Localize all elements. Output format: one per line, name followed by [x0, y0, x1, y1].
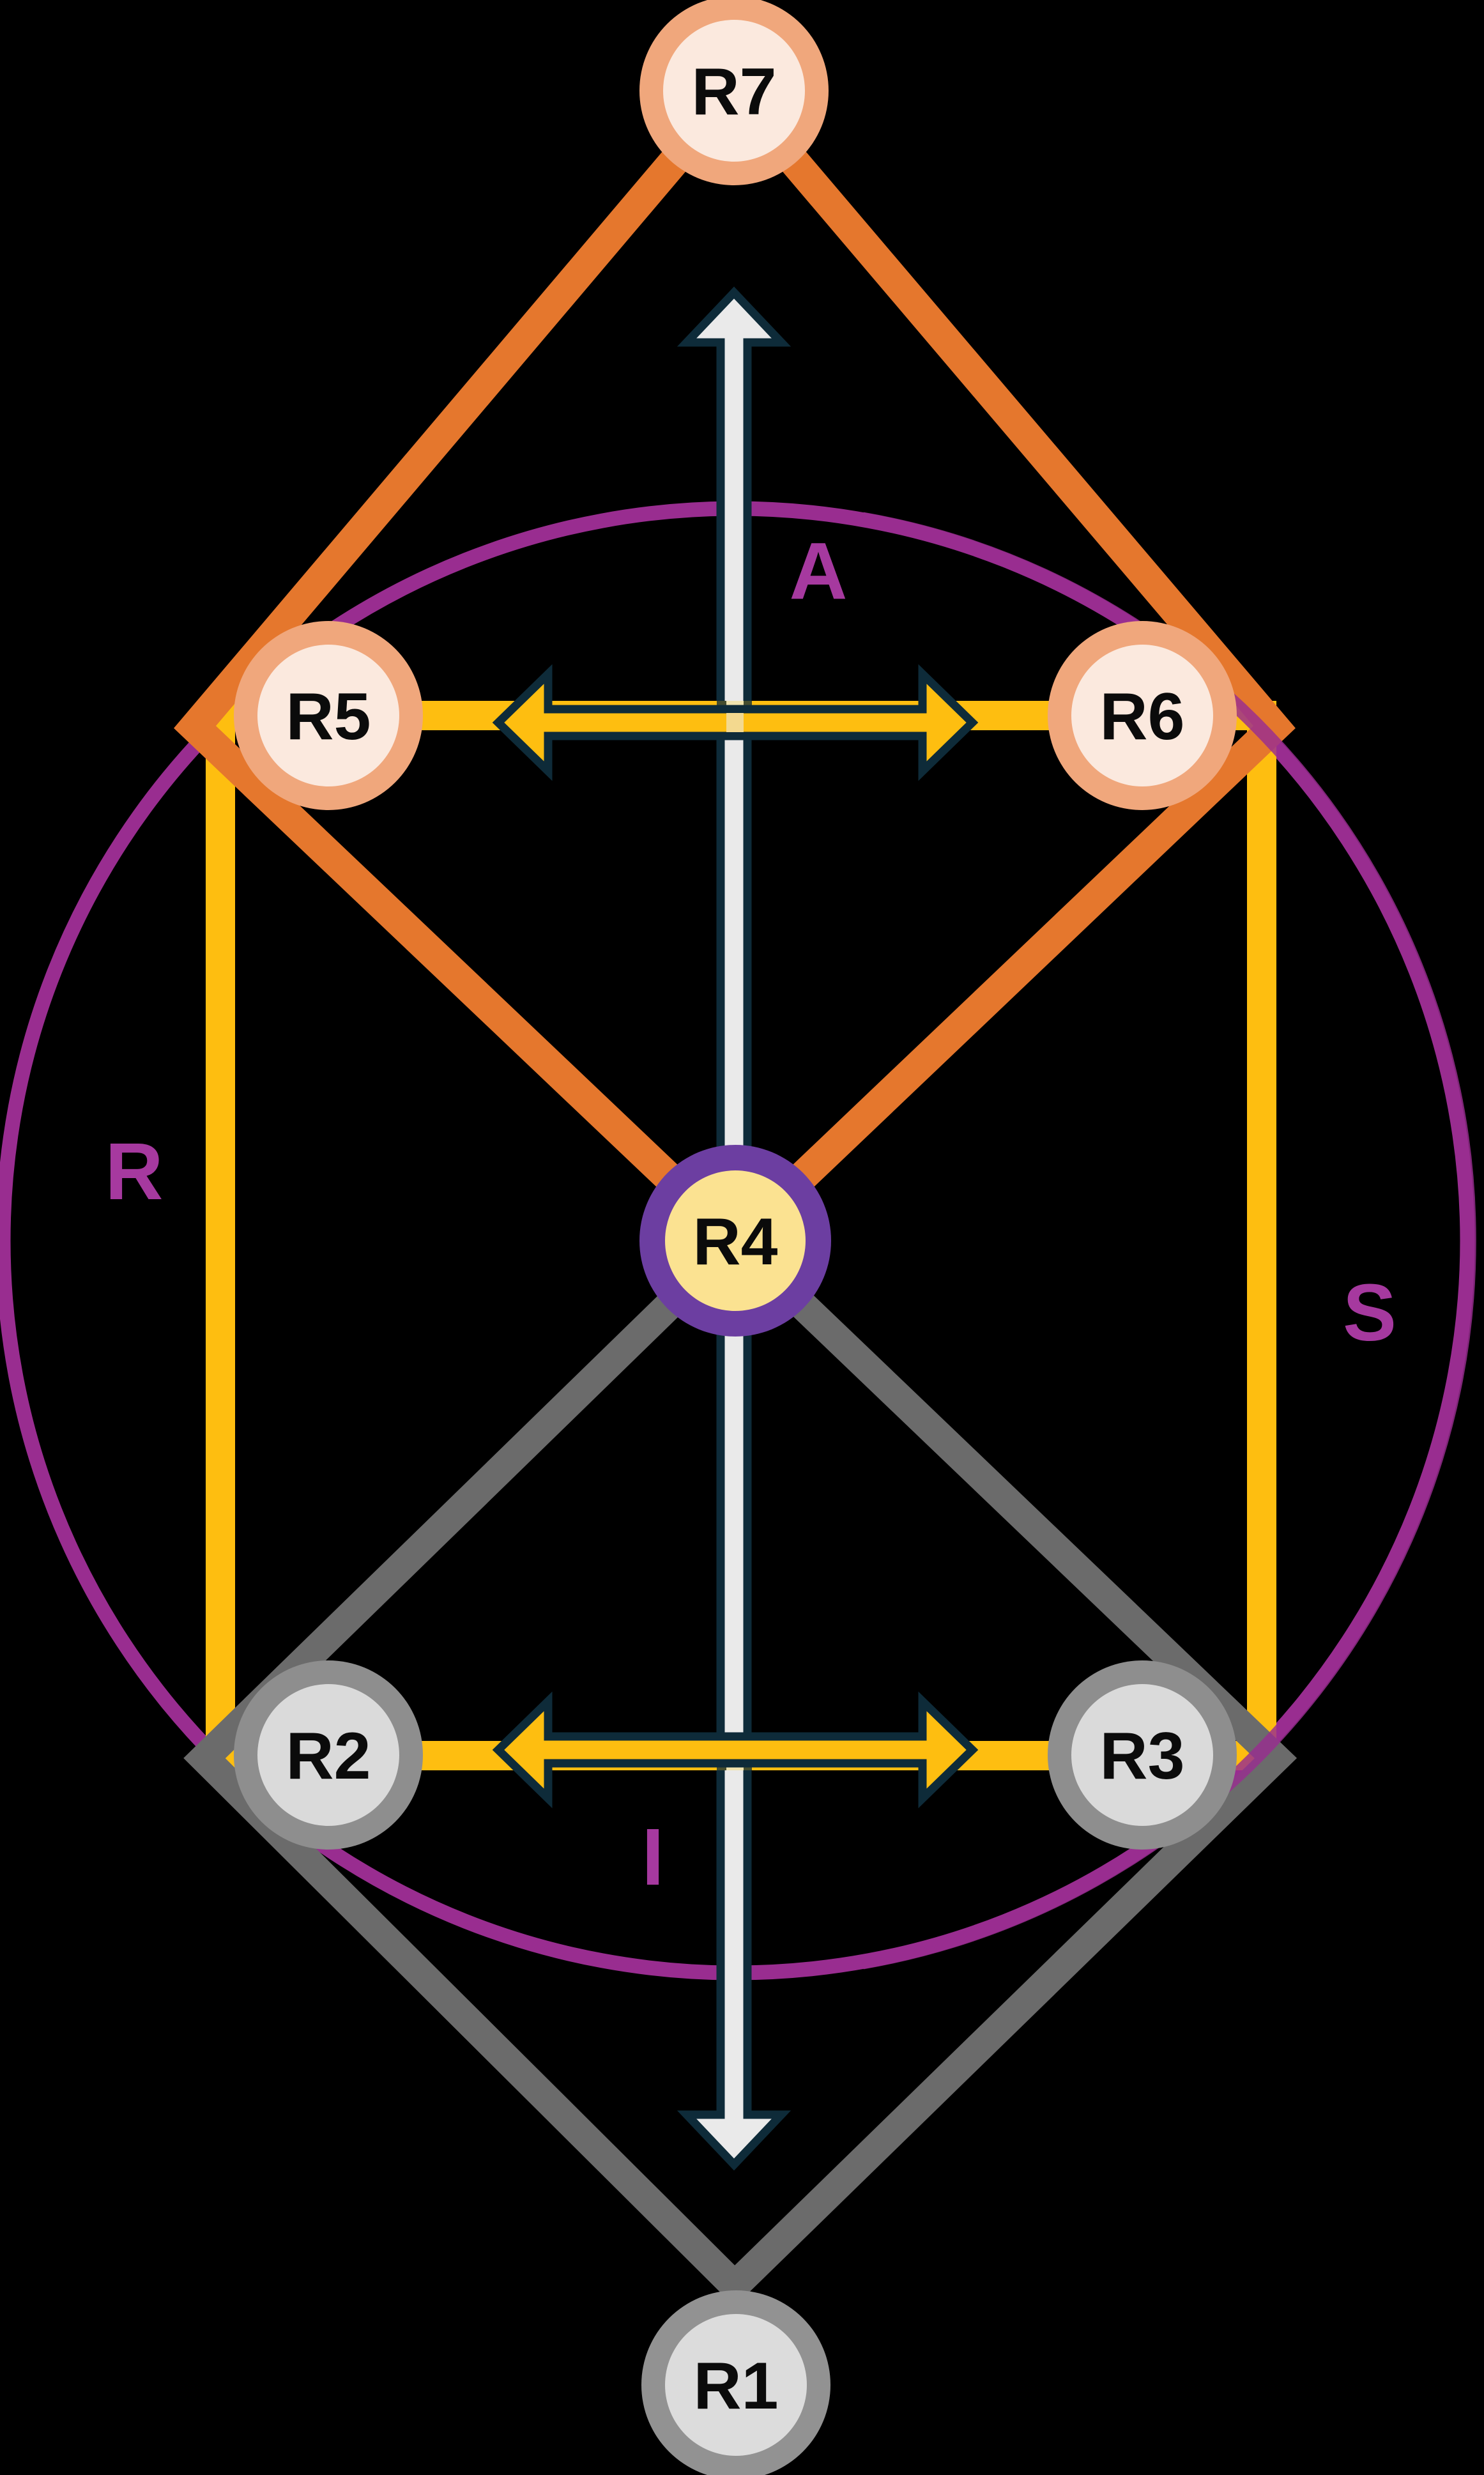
horizontal-double-arrow-bottom	[492, 1691, 979, 1809]
node-R4: R4	[639, 1145, 831, 1337]
node-R6: R6	[1048, 621, 1237, 810]
node-face	[257, 1684, 399, 1826]
axis-letter-r: R	[105, 1126, 164, 1216]
node-label: R7	[692, 55, 777, 129]
node-face	[1071, 645, 1213, 786]
axis-letter-a: A	[790, 526, 848, 616]
node-R5: R5	[234, 621, 423, 810]
node-R7: R7	[639, 0, 829, 185]
node-label: R5	[286, 680, 371, 754]
gray-diamond	[183, 1220, 1297, 2307]
arrow-shaft-tint	[726, 713, 744, 732]
node-R3: R3	[1048, 1660, 1237, 1850]
node-label: R4	[693, 1205, 778, 1279]
node-R2: R2	[234, 1660, 423, 1850]
node-R1: R1	[641, 2290, 830, 2475]
node-face	[257, 645, 399, 786]
node-label: R6	[1100, 680, 1185, 754]
node-face	[663, 20, 805, 162]
axis-letter-i: I	[641, 1812, 664, 1902]
node-label: R3	[1100, 1719, 1185, 1793]
node-label: R2	[286, 1719, 371, 1793]
node-face	[665, 1170, 806, 1311]
node-label: R1	[694, 2349, 779, 2423]
node-face	[665, 2314, 807, 2456]
node-face	[1071, 1684, 1213, 1826]
axis-letter-s: S	[1343, 1268, 1396, 1358]
